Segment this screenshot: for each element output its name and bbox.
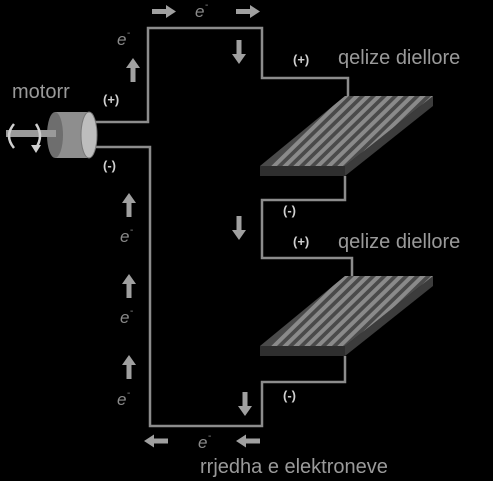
svg-text:-: - bbox=[208, 431, 211, 442]
wire-motor-to-top-cell bbox=[95, 26, 350, 124]
svg-text:-: - bbox=[127, 388, 130, 399]
solar-cell-top-label: qelize diellore bbox=[338, 47, 460, 69]
svg-text:-: - bbox=[130, 306, 133, 317]
motor-label: motorr bbox=[12, 81, 70, 103]
svg-text:e: e bbox=[198, 433, 207, 452]
svg-text:e: e bbox=[195, 2, 204, 21]
arrow-right-icon bbox=[152, 5, 176, 18]
electron-flow-arrows bbox=[122, 5, 260, 448]
electron-label: e- bbox=[198, 431, 211, 452]
bottom-cell-plus-sign: (+) bbox=[293, 234, 309, 249]
svg-text:-: - bbox=[127, 28, 130, 39]
arrow-down-icon bbox=[238, 392, 252, 416]
svg-text:e: e bbox=[120, 227, 129, 246]
arrow-up-icon bbox=[126, 58, 140, 82]
motor-shaft bbox=[6, 130, 56, 137]
arrow-up-icon bbox=[122, 193, 136, 217]
wire-bottom-cell-return bbox=[95, 145, 347, 428]
solar-cell-bottom-label: qelize diellore bbox=[338, 231, 460, 253]
svg-text:e: e bbox=[117, 30, 126, 49]
svg-text:-: - bbox=[130, 225, 133, 236]
wire-between-cells bbox=[260, 176, 354, 276]
arrow-right-icon bbox=[236, 5, 260, 18]
svg-text:e: e bbox=[117, 390, 126, 409]
electron-label: e- bbox=[120, 306, 133, 327]
bottom-cell-minus-sign: (-) bbox=[283, 388, 296, 403]
arrow-down-icon bbox=[232, 216, 246, 240]
electron-flow-label: rrjedha e elektroneve bbox=[200, 456, 388, 478]
svg-text:e: e bbox=[120, 308, 129, 327]
top-cell-plus-sign: (+) bbox=[293, 52, 309, 67]
electron-label: e- bbox=[120, 225, 133, 246]
svg-text:-: - bbox=[205, 0, 208, 11]
top-cell-minus-sign: (-) bbox=[283, 203, 296, 218]
motor bbox=[6, 111, 98, 159]
circuit-wires bbox=[95, 26, 354, 428]
arrow-left-icon bbox=[144, 434, 168, 448]
electron-label: e- bbox=[117, 388, 130, 409]
solar-panel-top bbox=[260, 96, 433, 176]
arrow-down-icon bbox=[232, 40, 246, 64]
electron-label: e- bbox=[117, 28, 130, 49]
rotation-arrow-icon bbox=[7, 123, 15, 149]
motor-minus-sign: (-) bbox=[103, 158, 116, 173]
arrow-left-icon bbox=[236, 434, 260, 448]
arrow-up-icon bbox=[122, 274, 136, 298]
motor-plus-sign: (+) bbox=[103, 92, 119, 107]
solar-panel-bottom bbox=[260, 276, 433, 356]
electron-label: e- bbox=[195, 0, 208, 21]
arrow-up-icon bbox=[122, 355, 136, 379]
